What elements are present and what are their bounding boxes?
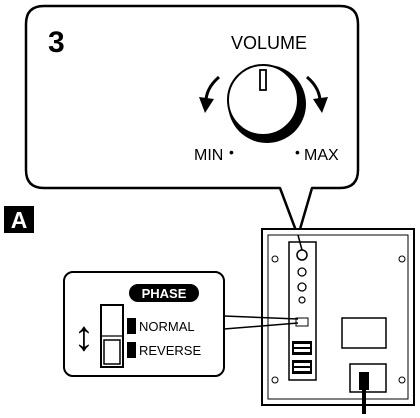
volume-knob-face — [227, 64, 299, 136]
rotate-cw-arrow-icon — [306, 75, 328, 113]
control-knob-icon — [297, 282, 307, 292]
terminal-block — [292, 360, 312, 374]
volume-min-label: MIN — [194, 147, 223, 164]
control-strip — [288, 241, 317, 381]
phase-callout-leader — [223, 315, 299, 330]
power-cord — [362, 390, 366, 414]
speaker-cabinet-inner — [267, 234, 409, 400]
screw-icon — [398, 376, 406, 384]
speaker-rear-panel — [261, 228, 415, 414]
phase-normal-marker — [127, 318, 136, 334]
phase-title-pill — [129, 284, 199, 302]
phase-callout: PHASE ↕ NORMAL REVERSE — [63, 271, 299, 377]
volume-max-dot: • — [295, 144, 300, 160]
phase-option-normal: NORMAL — [139, 319, 195, 334]
volume-knob-pointer — [259, 69, 267, 91]
callout-leader-line — [297, 234, 303, 251]
section-marker: A — [4, 206, 34, 233]
phase-option-reverse: REVERSE — [139, 343, 201, 358]
control-knob-icon — [298, 296, 306, 304]
phase-direction-arrow-icon: ↕ — [74, 312, 95, 359]
power-plug — [359, 372, 369, 390]
screw-icon — [271, 376, 279, 384]
screw-icon — [398, 255, 406, 263]
phase-switch-small — [295, 317, 309, 327]
section-marker-box — [4, 206, 34, 233]
volume-callout: 3 VOLUME MIN • • MAX — [24, 4, 360, 238]
volume-knob — [227, 64, 306, 143]
terminal-block — [292, 341, 312, 355]
control-knob-icon — [296, 249, 308, 261]
volume-callout-bubble — [24, 4, 360, 238]
step-number: 3 — [48, 26, 65, 59]
speaker-cabinet — [261, 228, 415, 406]
control-knob-icon — [297, 267, 307, 277]
volume-max-label: MAX — [304, 147, 339, 164]
rotate-ccw-arrow-icon — [199, 75, 220, 113]
volume-label: VOLUME — [231, 33, 307, 53]
phase-reverse-marker — [127, 342, 136, 358]
phase-title: PHASE — [142, 286, 187, 301]
section-letter: A — [11, 207, 28, 233]
phase-slide-switch-knob — [103, 339, 121, 365]
label-plate — [341, 317, 387, 349]
screw-icon — [271, 255, 279, 263]
volume-min-dot: • — [229, 144, 234, 160]
